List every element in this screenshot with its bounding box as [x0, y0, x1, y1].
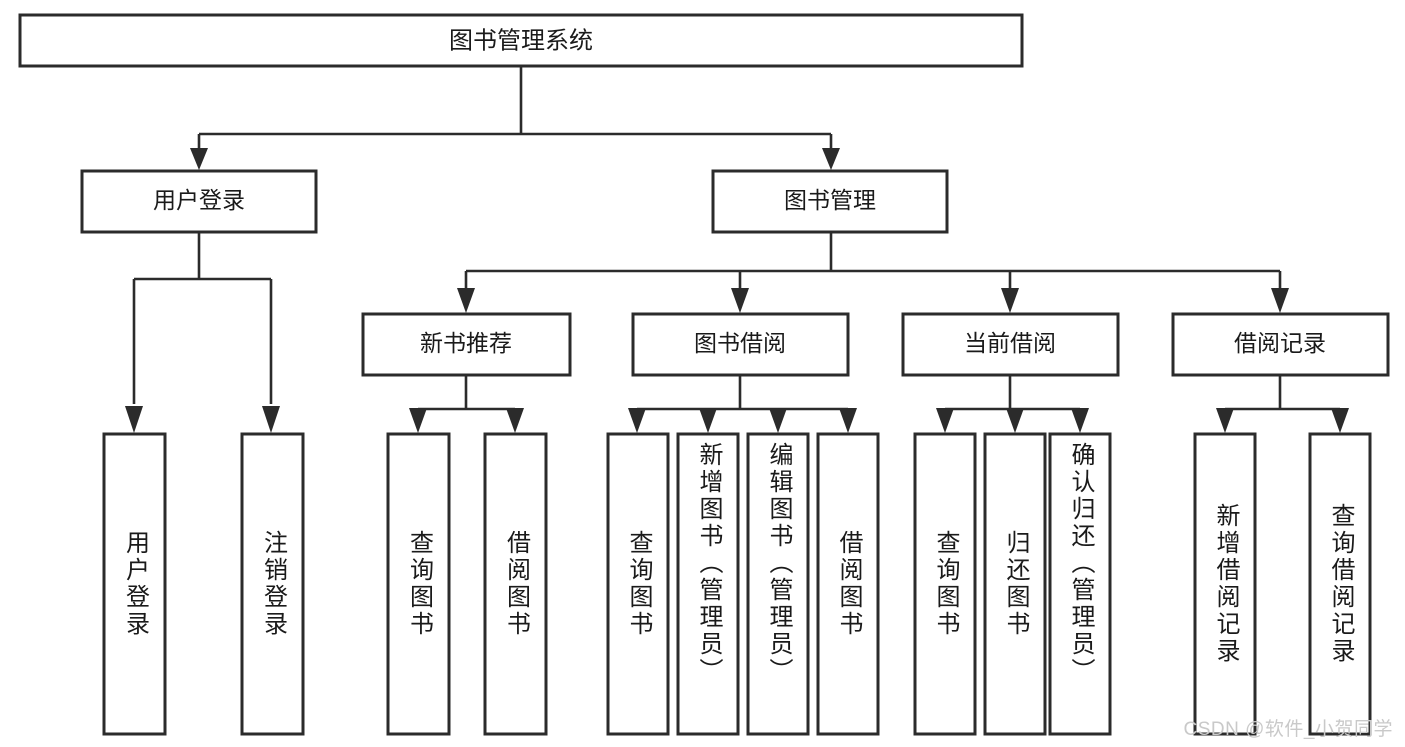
arrow-head-nbr-leaf-1: [409, 408, 427, 433]
node-new-book-rec-label: 新书推荐: [420, 330, 512, 356]
arrow-head-user-login: [190, 148, 208, 170]
leaf-box-cb-confirm-return[interactable]: [1048, 432, 1112, 736]
connector-userlogin-bus: [132, 233, 273, 404]
leaf-box-bb-borrow-book[interactable]: [816, 432, 880, 736]
node-borrow-record[interactable]: 借阅记录: [1171, 312, 1390, 377]
node-current-borrow-label: 当前借阅: [964, 330, 1056, 356]
node-book-borrow[interactable]: 图书借阅: [631, 312, 850, 377]
node-book-manage-box[interactable]: [711, 169, 949, 234]
arrow-head-bb-leaf-1: [628, 408, 646, 433]
connector-bookborrow-bus: [635, 376, 850, 414]
leaf-boxes: [102, 432, 1372, 736]
leaf-box-logout[interactable]: [240, 432, 305, 736]
node-book-borrow-box[interactable]: [631, 312, 850, 377]
arrow-head-leaf-logout: [262, 406, 280, 433]
node-root-label: 图书管理系统: [449, 27, 593, 54]
node-current-borrow-box[interactable]: [901, 312, 1120, 377]
leaf-box-bb-query-book[interactable]: [606, 432, 670, 736]
arrow-head-book-borrow: [731, 288, 749, 313]
node-new-book-rec-box[interactable]: [361, 312, 572, 377]
node-new-book-rec[interactable]: 新书推荐: [361, 312, 572, 377]
arrow-head-book-manage: [822, 148, 840, 170]
leaf-box-br-add-record[interactable]: [1193, 432, 1257, 736]
node-user-login-box[interactable]: [80, 169, 318, 234]
node-book-manage[interactable]: 图书管理: [711, 169, 949, 234]
node-user-login[interactable]: 用户登录: [80, 169, 318, 234]
node-root[interactable]: 图书管理系统: [18, 13, 1024, 68]
node-current-borrow[interactable]: 当前借阅: [901, 312, 1120, 377]
leaf-box-cb-query-book[interactable]: [913, 432, 977, 736]
leaf-box-nbr-borrow-book[interactable]: [483, 432, 548, 736]
arrow-head-current-borrow: [1001, 288, 1019, 313]
node-borrow-record-box[interactable]: [1171, 312, 1390, 377]
arrow-head-cb-leaf-3: [1071, 408, 1089, 433]
node-book-borrow-label: 图书借阅: [694, 330, 786, 356]
arrow-head-new-book-rec: [457, 288, 475, 313]
arrow-head-bb-leaf-3: [769, 408, 787, 433]
node-root-box[interactable]: [18, 13, 1024, 68]
node-user-login-label: 用户登录: [153, 187, 245, 213]
arrow-head-br-leaf-1: [1216, 408, 1234, 433]
connector-root-to-level2: [197, 67, 833, 156]
leaf-box-cb-return-book[interactable]: [983, 432, 1047, 736]
arrow-head-br-leaf-2: [1331, 408, 1349, 433]
arrow-head-bb-leaf-2: [699, 408, 717, 433]
watermark-text: CSDN @软件_小贺同学: [1183, 719, 1393, 740]
leaf-box-nbr-query-book[interactable]: [386, 432, 451, 736]
connector-borrowrecord-bus: [1223, 376, 1342, 414]
arrow-head-cb-leaf-1: [936, 408, 954, 433]
arrow-head-cb-leaf-2: [1006, 408, 1024, 433]
leaf-box-user-login[interactable]: [102, 432, 167, 736]
node-book-manage-label: 图书管理: [784, 187, 876, 213]
connector-bookmanage-bus: [464, 233, 1282, 293]
arrow-head-bb-leaf-4: [839, 408, 857, 433]
connector-newbookrec-bus: [416, 376, 517, 414]
leaf-box-bb-edit-book[interactable]: [746, 432, 810, 736]
leaf-box-br-query-record[interactable]: [1308, 432, 1372, 736]
arrow-head-nbr-leaf-2: [506, 408, 524, 433]
connectors: [125, 67, 1349, 433]
arrow-head-borrow-record: [1271, 288, 1289, 313]
arrow-head-leaf-user-login: [125, 406, 143, 433]
node-borrow-record-label: 借阅记录: [1234, 330, 1326, 356]
leaf-box-bb-add-book[interactable]: [676, 432, 740, 736]
